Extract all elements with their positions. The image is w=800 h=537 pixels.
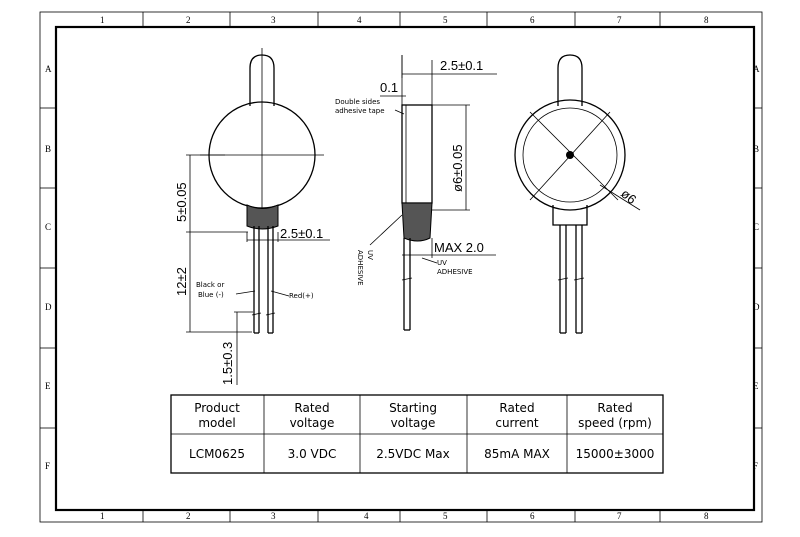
- front-view: 5±0.05 12±2 1.5±0.3 2.5±0.1 Black or Blu…: [174, 48, 330, 385]
- spec-table: Product model Rated voltage Starting vol…: [170, 394, 664, 474]
- header-speed-2: speed (rpm): [578, 416, 652, 430]
- back-top-tab: [557, 54, 583, 106]
- col-label-1-top: 1: [100, 15, 105, 25]
- inner-frame: [54, 25, 756, 512]
- value-rated-voltage: 3.0 VDC: [288, 447, 337, 461]
- col-label-3-bottom: 3: [271, 511, 276, 521]
- col-label-5-bottom: 5: [443, 511, 448, 521]
- row-label-b-right: B: [753, 144, 759, 154]
- col-label-8-top: 8: [704, 15, 709, 25]
- row-label-f-right: F: [753, 461, 758, 471]
- col-label-2-bottom: 2: [186, 511, 191, 521]
- col-label-6-top: 6: [530, 15, 535, 25]
- back-motor-body: [514, 99, 626, 211]
- header-product-2: model: [198, 416, 235, 430]
- dim-diameter-back: ø6: [618, 186, 639, 207]
- header-voltage-2: voltage: [290, 416, 335, 430]
- dim-height: 5±0.05: [174, 182, 189, 222]
- row-label-c-right: C: [753, 222, 759, 232]
- label-black-or: Black or: [196, 281, 224, 289]
- col-label-7-top: 7: [617, 15, 622, 25]
- col-label-7-bottom: 7: [617, 511, 622, 521]
- side-motor-body: [401, 104, 433, 204]
- label-tape-2: adhesive tape: [335, 107, 385, 115]
- row-label-e-right: E: [753, 381, 759, 391]
- row-label-f-left: F: [45, 461, 50, 471]
- col-label-8-bottom: 8: [704, 511, 709, 521]
- row-label-c-left: C: [45, 222, 51, 232]
- label-adhesive-side: ADHESIVE: [356, 250, 364, 286]
- col-label-4-bottom: 4: [364, 511, 369, 521]
- outer-frame: [39, 11, 763, 523]
- row-label-e-left: E: [45, 381, 51, 391]
- value-rated-current: 85mA MAX: [484, 447, 550, 461]
- row-label-b-left: B: [45, 144, 51, 154]
- header-voltage-1: Rated: [294, 401, 329, 415]
- dim-diameter-side: ø6±0.05: [450, 144, 465, 192]
- value-model: LCM0625: [189, 447, 245, 461]
- col-label-2-top: 2: [186, 15, 191, 25]
- col-label-4-top: 4: [357, 15, 362, 25]
- label-tape-1: Double sides: [335, 98, 380, 106]
- col-label-1-bottom: 1: [100, 511, 105, 521]
- header-starting-1: Starting: [389, 401, 437, 415]
- label-uv-side: UV: [366, 250, 374, 260]
- row-label-a-left: A: [45, 64, 52, 74]
- header-current-1: Rated: [499, 401, 534, 415]
- side-view: 2.5±0.1 0.1 Double sides adhesive tape ø…: [335, 55, 497, 331]
- zone-ticks: [40, 12, 762, 522]
- header-starting-2: voltage: [391, 416, 436, 430]
- dim-thickness: 2.5±0.1: [440, 58, 483, 73]
- col-label-6-bottom: 6: [530, 511, 535, 521]
- dim-lead-length: 12±2: [174, 267, 189, 296]
- back-center-dot: [566, 151, 574, 159]
- front-uv-glue: [246, 204, 279, 230]
- col-label-3-top: 3: [271, 15, 276, 25]
- row-label-a-right: A: [753, 64, 760, 74]
- dim-tape: 0.1: [380, 80, 398, 95]
- label-adhesive: ADHESIVE: [437, 268, 473, 276]
- dim-max: MAX 2.0: [434, 240, 484, 255]
- header-current-2: current: [495, 416, 539, 430]
- value-starting-voltage: 2.5VDC Max: [376, 447, 450, 461]
- label-uv: UV: [437, 259, 447, 267]
- side-uv-glue: [401, 202, 433, 242]
- value-rated-speed: 15000±3000: [576, 447, 655, 461]
- header-product-1: Product: [194, 401, 240, 415]
- label-blue: Blue (-): [198, 291, 224, 299]
- dim-strip-length: 1.5±0.3: [220, 342, 235, 385]
- row-label-d-left: D: [45, 302, 52, 312]
- header-speed-1: Rated: [597, 401, 632, 415]
- row-label-d-right: D: [753, 302, 760, 312]
- label-red: Red(+): [289, 292, 314, 300]
- back-view: ø6: [514, 54, 641, 334]
- back-inner-ring: [522, 107, 618, 203]
- col-label-5-top: 5: [443, 15, 448, 25]
- dim-cable-width: 2.5±0.1: [280, 226, 323, 241]
